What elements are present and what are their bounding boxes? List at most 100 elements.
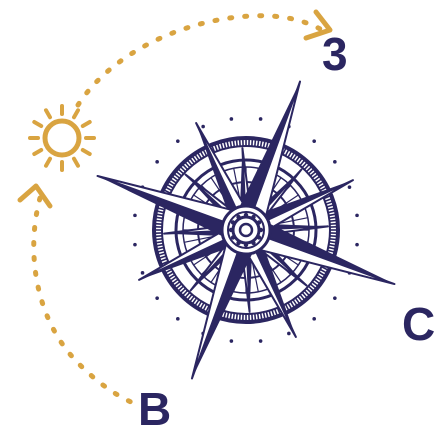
compass-dot: [176, 139, 180, 143]
compass-hub-tooth: [229, 228, 233, 232]
compass-hub-core: [240, 224, 252, 236]
compass-tick: [224, 142, 226, 149]
compass-dot: [287, 332, 291, 336]
compass-dot: [355, 214, 359, 218]
sun-ray: [46, 159, 50, 166]
arrowhead-icon: [20, 12, 330, 206]
compass-tick: [236, 139, 237, 146]
compass-dot: [230, 117, 234, 121]
compass-dot: [230, 339, 234, 343]
compass-dot: [201, 125, 205, 129]
compass-tick: [224, 312, 226, 319]
compass-tick: [258, 140, 259, 147]
compass-tick: [258, 313, 259, 320]
compass-tick: [285, 150, 288, 156]
sun-ray: [74, 110, 78, 117]
compass-dot: [133, 214, 137, 218]
compass-tick: [328, 208, 335, 210]
compass-dot: [155, 296, 159, 300]
compass-tick: [329, 245, 336, 246]
compass-tick: [330, 220, 337, 221]
compass-hub-tooth: [236, 241, 240, 245]
compass-tick: [233, 140, 234, 147]
orbit-arc-top: [78, 16, 322, 105]
compass-dot: [176, 317, 180, 321]
compass-tick: [263, 312, 264, 319]
compass-tick: [230, 313, 231, 320]
sun-ray: [83, 150, 90, 154]
compass-tick: [326, 202, 333, 204]
compass-dot: [141, 271, 145, 275]
compass-tick: [233, 313, 234, 320]
compass-tick: [156, 242, 163, 243]
compass-tick: [227, 312, 228, 319]
compass-tick: [169, 275, 175, 279]
compass-hub-tooth: [257, 220, 261, 224]
compass-hub-tooth: [251, 215, 255, 219]
compass-tick: [291, 153, 295, 159]
compass-tick: [166, 187, 172, 190]
compass-hub-tooth: [259, 228, 263, 232]
compass-tick: [221, 143, 223, 150]
compass-dot: [312, 317, 316, 321]
sun-ray: [74, 159, 78, 166]
compass-tick: [288, 303, 292, 309]
arrowhead-left: [20, 186, 50, 206]
compass-tick: [328, 250, 335, 252]
compass-hub-tooth: [257, 235, 261, 239]
label-3: 3: [322, 28, 348, 80]
compass-tick: [230, 140, 231, 147]
label-b: B: [138, 383, 171, 432]
sun-ray: [34, 150, 41, 154]
compass-tick: [159, 253, 166, 255]
compass-tick: [160, 259, 167, 261]
compass-tick: [156, 245, 163, 246]
sun-disc: [45, 121, 79, 155]
compass-tick: [328, 247, 335, 248]
compass-hub-tooth: [236, 215, 240, 219]
compass-dot: [259, 117, 263, 121]
compass-tick: [330, 239, 337, 240]
compass-tick: [319, 272, 325, 276]
compass-tick: [317, 182, 323, 186]
compass-tick: [291, 301, 295, 307]
compass-tick: [288, 151, 292, 157]
compass-tick: [272, 310, 274, 317]
orbit-arc-left: [34, 198, 138, 405]
compass-tick: [201, 303, 205, 309]
compass-tick: [203, 304, 206, 310]
compass-tick: [328, 211, 335, 212]
compass-dot: [333, 296, 337, 300]
compass-tick: [227, 141, 228, 148]
sun-ray: [83, 122, 90, 126]
compass-dot: [259, 339, 263, 343]
compass-tick: [201, 151, 205, 157]
compass-tick: [236, 314, 237, 321]
compass-tick: [261, 140, 262, 147]
compass-tick: [329, 217, 336, 218]
compass-hub-tooth: [244, 213, 248, 217]
compass-tick: [167, 185, 173, 189]
compass-tick: [198, 153, 202, 159]
sun-icon: [30, 106, 94, 170]
compass-tick: [156, 217, 163, 218]
compass-dot: [355, 243, 359, 247]
compass-tick: [158, 250, 165, 252]
compass-tick: [269, 311, 271, 318]
compass-tick: [218, 143, 220, 150]
compass-tick: [157, 247, 164, 248]
compass-tick: [198, 301, 202, 307]
compass-tick: [329, 214, 336, 215]
compass-tick: [215, 144, 217, 151]
sun-rays: [30, 106, 94, 170]
compass-tick: [167, 272, 173, 276]
sun-ray: [46, 110, 50, 117]
compass-tick: [255, 314, 256, 321]
compass-dot: [155, 160, 159, 164]
compass-tick: [169, 182, 175, 186]
compass-tick: [317, 275, 323, 279]
compass-tick: [319, 185, 325, 189]
compass-dot: [333, 160, 337, 164]
compass-tick: [261, 313, 262, 320]
